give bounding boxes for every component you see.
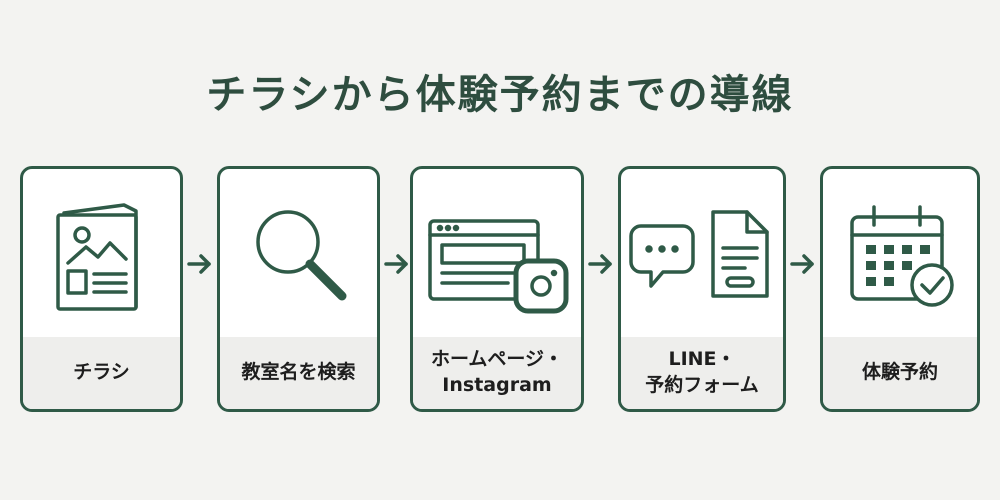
- step-label-search: 教室名を検索: [241, 361, 356, 384]
- step-label-website-line1: ホームページ・: [430, 348, 564, 371]
- arrow-right-icon: [588, 254, 612, 274]
- arrow-right-icon: [790, 254, 814, 274]
- step-card-flyer: チラシ: [20, 166, 183, 412]
- arrow-4: [790, 252, 816, 276]
- arrow-3: [588, 252, 614, 276]
- step-label-line-line1: LINE・: [668, 348, 736, 371]
- step-label-website-line2: Instagram: [442, 374, 552, 396]
- arrow-right-icon: [384, 254, 408, 274]
- arrow-2: [384, 252, 410, 276]
- arrow-1: [187, 252, 213, 276]
- step-card-search: 教室名を検索: [217, 166, 380, 412]
- chat-form-icon: [629, 210, 769, 298]
- flyer-icon: [55, 203, 138, 311]
- arrow-right-icon: [187, 254, 211, 274]
- step-label-line-line2: 予約フォーム: [645, 374, 759, 396]
- step-card-booking: 体験予約: [820, 166, 980, 412]
- search-icon: [255, 210, 346, 301]
- calendar-check-icon: [850, 205, 954, 307]
- step-card-line-form: LINE・ 予約フォーム: [618, 166, 786, 412]
- step-card-website: ホームページ・ Instagram: [410, 166, 584, 412]
- step-label-flyer: チラシ: [73, 361, 130, 384]
- diagram-title: チラシから体験予約までの導線: [206, 72, 794, 118]
- step-label-booking: 体験予約: [861, 361, 938, 384]
- website-instagram-icon: [428, 219, 569, 314]
